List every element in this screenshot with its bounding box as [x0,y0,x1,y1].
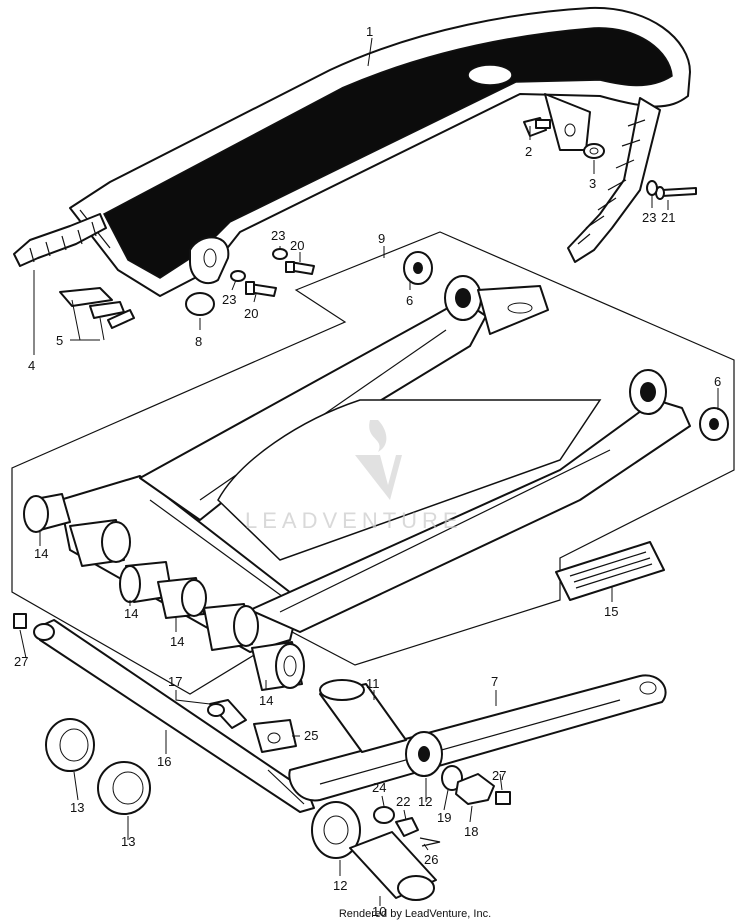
collar-11 [319,679,407,753]
label-plate-15 [555,541,665,601]
callout-18: 18 [464,824,478,839]
callout-14-a: 14 [34,546,48,561]
bolt-20-a [285,261,315,275]
callout-14-c: 14 [170,634,184,649]
bolt-20-b [245,281,277,297]
drive-chain-left [13,213,107,267]
callout-24: 24 [372,780,386,795]
collar-10 [349,831,437,901]
callout-6-left: 6 [406,293,413,308]
dust-seal-13-a [45,718,95,772]
callout-10: 10 [372,904,386,919]
bolt-21 [655,186,697,200]
callout-26: 26 [424,852,438,867]
credit-line: Rendered by LeadVenture, Inc. [338,908,492,920]
callout-1: 1 [366,24,373,39]
cap-8 [185,292,215,316]
chain-case [69,6,691,297]
leader-lines [19,37,719,906]
callout-23-low: 23 [222,292,236,307]
callout-19: 19 [437,810,451,825]
washer-3 [583,143,605,159]
washer-23-mid-a [272,248,288,260]
callout-8: 8 [195,334,202,349]
dust-seal-13-b [97,761,151,815]
callout-12-right: 12 [418,794,432,809]
watermark-text: LEADVENTURE [245,508,463,533]
callout-7: 7 [491,674,498,689]
grease-fitting-27-right [495,791,511,805]
washer-24 [373,806,395,824]
drive-chain-right [567,97,661,263]
callout-3: 3 [589,176,596,191]
watermark-logo [355,420,402,500]
callout-14-b: 14 [124,606,138,621]
callout-27-right: 27 [492,768,506,783]
callout-2: 2 [525,144,532,159]
callout-23-mid: 23 [271,228,285,243]
callout-12-left: 12 [333,878,347,893]
callout-16: 16 [157,754,171,769]
castle-nut-18 [455,773,495,805]
nut-22 [395,817,419,837]
bushing-14-b [69,519,131,567]
bolt-2 [523,117,551,137]
callout-23-right: 23 [642,210,656,225]
bushing-14-e [203,603,259,651]
torque-link-7 [288,674,667,802]
callout-20-b: 20 [244,306,258,321]
subassembly-outline [11,231,735,695]
bushing-14-a [23,493,71,533]
swing-arm [59,275,691,653]
callout-5: 5 [56,333,63,348]
callout-15: 15 [604,604,618,619]
callout-22: 22 [396,794,410,809]
bushing-12-left [311,801,361,859]
grease-fitting-27-left [13,613,27,629]
callout-4: 4 [28,358,35,373]
callout-9: 9 [378,231,385,246]
callout-11: 11 [366,676,380,691]
bushing-12-right [405,731,443,777]
callout-6-right: 6 [714,374,721,389]
callout-17: 17 [168,674,182,689]
callout-20-a: 20 [290,238,304,253]
callout-27-left: 27 [14,654,28,669]
callout-13-b: 13 [121,834,135,849]
cotter-pin-26 [419,837,441,847]
callout-labels: 1 2 3 4 5 6 6 7 8 9 10 11 12 12 13 13 14… [14,24,721,919]
callout-13-a: 13 [70,800,84,815]
pivot-bolt-16 [33,619,315,813]
master-link-5 [59,287,135,329]
plate-25 [253,719,297,753]
callout-14-d: 14 [259,693,273,708]
callout-25: 25 [304,728,318,743]
bushing-6-left [403,251,433,285]
bushing-14-f [251,641,305,691]
bushing-6-right [699,407,729,441]
callout-21: 21 [661,210,675,225]
bushing-14-d [157,577,207,619]
washer-23-mid-b [230,270,246,282]
bolt-17 [207,699,247,729]
washer-23-right [646,180,658,196]
